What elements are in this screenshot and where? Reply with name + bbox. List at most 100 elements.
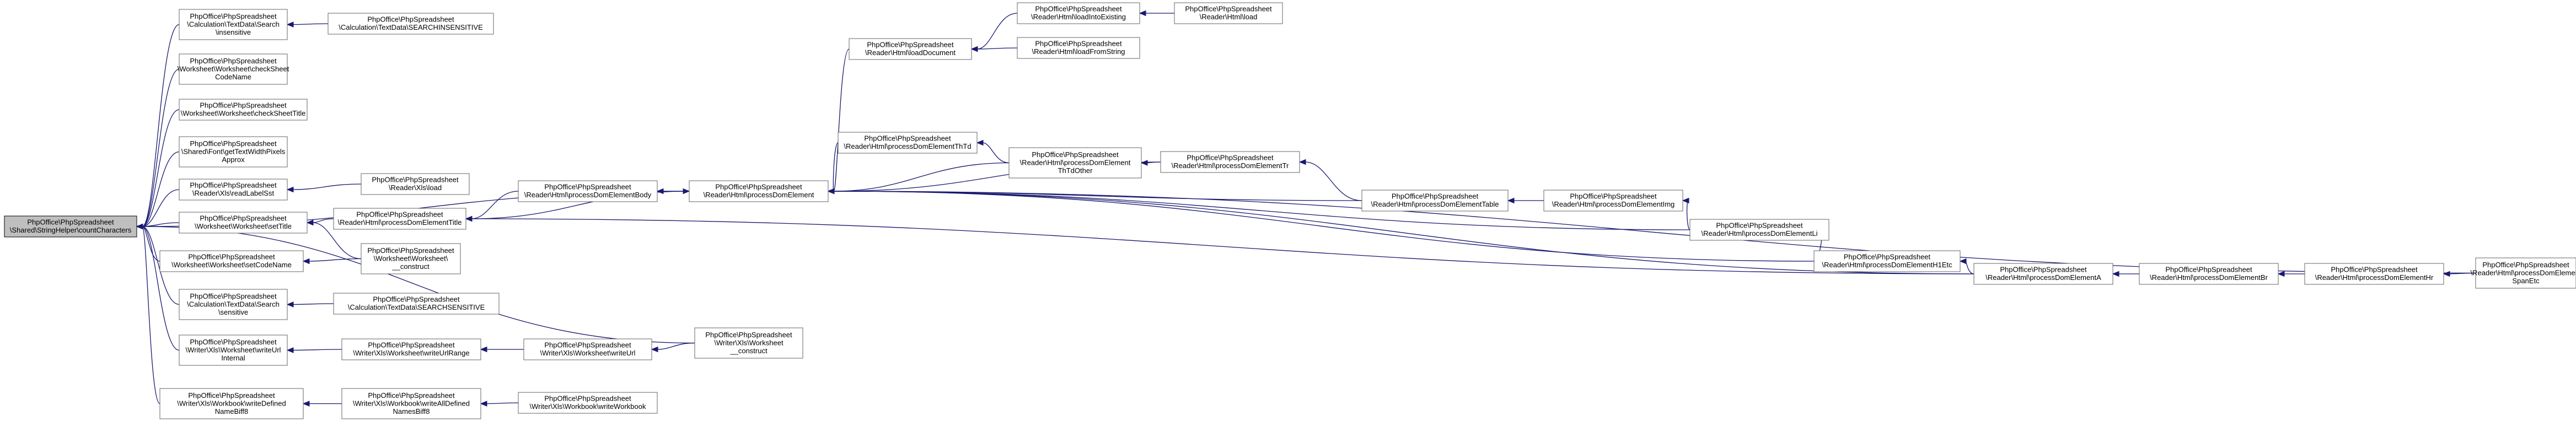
node-label-line: PhpOffice\PhpSpreadsheet: [190, 139, 277, 148]
edge-path: [142, 226, 180, 305]
graph-node-n21[interactable]: PhpOffice\PhpSpreadsheet\Reader\Html\pro…: [518, 180, 658, 202]
graph-node-n22[interactable]: PhpOffice\PhpSpreadsheet\Reader\Html\pro…: [689, 180, 829, 202]
graph-node-n15[interactable]: PhpOffice\PhpSpreadsheet\Writer\Xls\Work…: [341, 338, 481, 360]
graph-node-n34[interactable]: PhpOffice\PhpSpreadsheet\Reader\Html\pro…: [1973, 263, 2113, 285]
graph-node-n5[interactable]: PhpOffice\PhpSpreadsheet\Shared\Font\get…: [179, 136, 288, 168]
node-label-line: PhpOffice\PhpSpreadsheet: [715, 183, 802, 191]
edge-arrowhead: [827, 188, 835, 195]
graph-edge-n19-to-n18: [302, 401, 342, 407]
graph-node-n1[interactable]: PhpOffice\PhpSpreadsheet\Calculation\Tex…: [179, 9, 288, 40]
graph-edge-n2-to-n1: [286, 21, 329, 28]
graph-node-n17[interactable]: PhpOffice\PhpSpreadsheet\Writer\Xls\Work…: [694, 327, 803, 359]
graph-node-n35[interactable]: PhpOffice\PhpSpreadsheet\Reader\Html\pro…: [2139, 263, 2279, 285]
node-label-line: PhpOffice\PhpSpreadsheet: [190, 57, 277, 65]
edge-arrowhead: [286, 347, 294, 353]
edge-arrowhead: [286, 186, 294, 193]
node-label-line: \Writer\Xls\Worksheet\writeUrl: [540, 349, 636, 357]
node-label-line: \Writer\Xls\Workbook\writeWorkbook: [530, 402, 646, 411]
node-label-line: \Reader\Html\processDomElementBody: [524, 191, 652, 199]
node-label-line: PhpOffice\PhpSpreadsheet: [190, 292, 277, 300]
node-label-line: PhpOffice\PhpSpreadsheet: [200, 101, 287, 110]
edge-arrowhead: [306, 219, 314, 226]
node-box: [694, 327, 803, 359]
node-box: [328, 13, 494, 35]
node-label-line: \Shared\Font\getTextWidthPixels: [181, 147, 286, 155]
graph-node-n12[interactable]: PhpOffice\PhpSpreadsheet\Calculation\Tex…: [179, 289, 288, 320]
graph-node-n14[interactable]: PhpOffice\PhpSpreadsheet\Writer\Xls\Work…: [179, 335, 288, 366]
node-box: [4, 215, 137, 238]
node-label-line: \Reader\Xls\load: [389, 184, 442, 192]
node-label-line: PhpOffice\PhpSpreadsheet: [356, 211, 443, 219]
edge-path: [142, 226, 180, 351]
graph-node-n3[interactable]: PhpOffice\PhpSpreadsheet\Worksheet\Works…: [178, 53, 289, 85]
edge-arrowhead: [683, 188, 690, 195]
graph-node-n8[interactable]: PhpOffice\PhpSpreadsheet\Worksheet\Works…: [179, 212, 308, 234]
graph-node-n11[interactable]: PhpOffice\PhpSpreadsheet\Worksheet\Works…: [159, 250, 304, 272]
node-label-line: \Reader\Html\processDomElement: [2471, 268, 2576, 277]
graph-node-n23[interactable]: PhpOffice\PhpSpreadsheet\Reader\Html\loa…: [849, 38, 972, 60]
node-label-line: NameBiff8: [215, 407, 248, 416]
node-label-line: PhpOffice\PhpSpreadsheet: [544, 341, 631, 349]
edge-arrowhead: [1959, 258, 1967, 265]
graph-edge-n32-to-n31: [1682, 197, 1690, 230]
graph-edge-n31-to-n30: [1507, 197, 1544, 204]
graph-node-n16[interactable]: PhpOffice\PhpSpreadsheet\Writer\Xls\Work…: [523, 338, 652, 360]
edge-path: [142, 151, 180, 227]
graph-edge-n28-to-n27: [976, 139, 1010, 164]
node-label-line: PhpOffice\PhpSpreadsheet: [367, 15, 454, 24]
graph-node-n10[interactable]: PhpOffice\PhpSpreadsheet\Worksheet\Works…: [361, 243, 461, 274]
graph-edge-n35-to-n34: [2112, 271, 2139, 277]
graph-node-n33[interactable]: PhpOffice\PhpSpreadsheet\Reader\Html\pro…: [1813, 250, 1961, 272]
node-label-line: \insensitive: [216, 28, 251, 36]
edge-arrowhead: [970, 46, 978, 52]
graph-node-n24[interactable]: PhpOffice\PhpSpreadsheet\Reader\Html\loa…: [1017, 2, 1140, 24]
node-box: [179, 212, 308, 234]
node-label-line: NamesBiff8: [393, 407, 430, 416]
graph-node-n19[interactable]: PhpOffice\PhpSpreadsheet\Writer\Xls\Work…: [341, 388, 481, 419]
edge-path: [486, 402, 519, 404]
graph-node-n18[interactable]: PhpOffice\PhpSpreadsheet\Writer\Xls\Work…: [159, 388, 304, 419]
node-box: [518, 180, 658, 202]
graph-node-n36[interactable]: PhpOffice\PhpSpreadsheet\Reader\Html\pro…: [2304, 263, 2444, 285]
node-box: [1361, 190, 1509, 212]
node-box: [179, 289, 288, 320]
graph-edge-n34-to-n9: [465, 215, 1974, 274]
graph-node-root[interactable]: PhpOffice\PhpSpreadsheet\Shared\StringHe…: [4, 215, 137, 238]
node-label-line: PhpOffice\PhpSpreadsheet: [373, 295, 460, 304]
graph-node-n20[interactable]: PhpOffice\PhpSpreadsheet\Writer\Xls\Work…: [518, 392, 658, 414]
edge-path: [2449, 272, 2476, 274]
graph-node-n9[interactable]: PhpOffice\PhpSpreadsheet\Reader\Html\pro…: [333, 208, 466, 230]
graph-node-n28[interactable]: PhpOffice\PhpSpreadsheet\Reader\Html\pro…: [1008, 147, 1142, 179]
node-label-line: PhpOffice\PhpSpreadsheet: [2482, 261, 2569, 269]
graph-node-n4[interactable]: PhpOffice\PhpSpreadsheet\Worksheet\Works…: [179, 99, 308, 121]
graph-edge-n29-to-n28: [1140, 160, 1161, 166]
edges-layer: [136, 10, 2476, 407]
graph-node-n6[interactable]: PhpOffice\PhpSpreadsheet\Reader\Xls\read…: [179, 179, 288, 201]
graph-node-n2[interactable]: PhpOffice\PhpSpreadsheet\Calculation\Tex…: [328, 13, 494, 35]
graph-node-n26[interactable]: PhpOffice\PhpSpreadsheet\Reader\Html\loa…: [1017, 37, 1140, 59]
node-label-line: Approx: [222, 155, 245, 164]
graph-edge-n13-to-n12: [286, 301, 334, 307]
graph-edge-n37-to-n36: [2443, 271, 2476, 277]
graph-node-n31[interactable]: PhpOffice\PhpSpreadsheet\Reader\Html\pro…: [1543, 190, 1683, 212]
node-box: [523, 338, 652, 360]
edge-arrowhead: [480, 401, 487, 407]
graph-node-n13[interactable]: PhpOffice\PhpSpreadsheet\Calculation\Tex…: [333, 293, 500, 315]
edge-path: [312, 222, 362, 260]
node-box: [341, 338, 481, 360]
edge-arrowhead: [1139, 10, 1146, 17]
graph-node-n30[interactable]: PhpOffice\PhpSpreadsheet\Reader\Html\pro…: [1361, 190, 1509, 212]
graph-node-n7[interactable]: PhpOffice\PhpSpreadsheet\Reader\Xls\load: [361, 173, 470, 195]
edge-path: [142, 226, 160, 404]
edge-path: [657, 342, 695, 350]
node-box: [1017, 37, 1140, 59]
graph-node-n37[interactable]: PhpOffice\PhpSpreadsheet\Reader\Html\pro…: [2471, 257, 2576, 289]
graph-node-n29[interactable]: PhpOffice\PhpSpreadsheet\Reader\Html\pro…: [1160, 151, 1300, 173]
node-label-line: PhpOffice\PhpSpreadsheet: [188, 253, 275, 261]
graph-node-n27[interactable]: PhpOffice\PhpSpreadsheet\Reader\Html\pro…: [838, 132, 978, 154]
graph-node-n25[interactable]: PhpOffice\PhpSpreadsheet\Reader\Html\loa…: [1174, 2, 1283, 24]
edge-arrowhead: [286, 21, 294, 28]
edge-path: [471, 218, 1974, 274]
graph-node-n32[interactable]: PhpOffice\PhpSpreadsheet\Reader\Html\pro…: [1689, 219, 1829, 241]
edge-path: [833, 162, 1010, 192]
